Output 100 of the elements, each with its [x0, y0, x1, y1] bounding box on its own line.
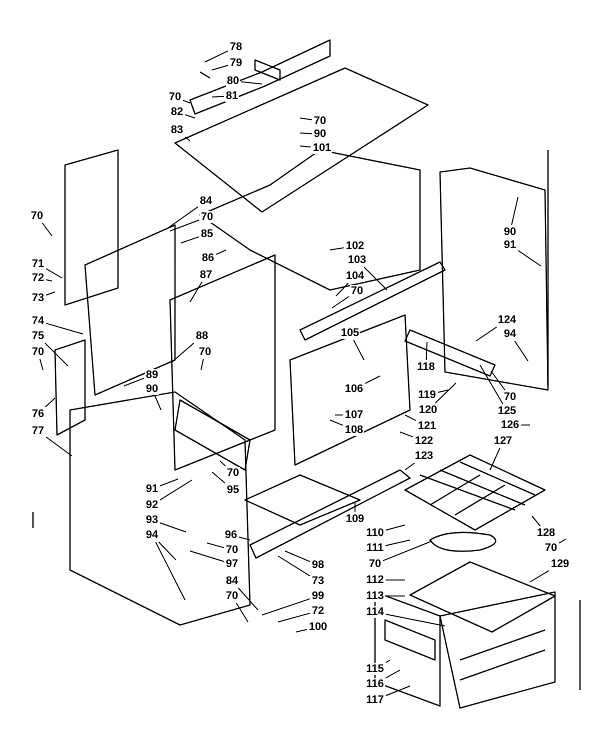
leader-line: [278, 556, 310, 576]
leader-line: [42, 222, 52, 236]
callout-number: 84: [198, 195, 214, 207]
leader-line: [39, 358, 44, 370]
leader-line: [155, 542, 186, 600]
leader-line: [212, 64, 228, 70]
leader-line: [160, 522, 186, 532]
leader-line: [284, 550, 310, 562]
callout-number: 80: [226, 75, 240, 87]
leader-line: [220, 460, 226, 466]
leader-line: [160, 480, 192, 500]
callout-number: 113: [365, 590, 385, 602]
leader-line: [46, 279, 52, 282]
leader-line: [354, 502, 356, 512]
callout-number: 111: [365, 542, 385, 554]
leader-line: [480, 364, 504, 404]
callout-number: 127: [492, 435, 514, 447]
callout-number: 93: [144, 514, 160, 526]
leader-line: [514, 340, 528, 362]
leader-line: [46, 292, 56, 296]
leader-line: [490, 448, 500, 470]
callout-number: 90: [144, 383, 160, 395]
callout-number: 70: [200, 211, 214, 223]
leader-line: [336, 282, 349, 296]
leader-line: [330, 247, 344, 250]
leader-line: [180, 236, 200, 244]
leader-line: [206, 542, 224, 548]
leader-line: [382, 540, 432, 562]
callout-number: 76: [30, 408, 46, 420]
leader-line: [490, 370, 506, 390]
callout-number: 75: [30, 330, 46, 342]
callout-number: 99: [310, 590, 326, 602]
leader-line: [190, 282, 202, 302]
leader-line: [300, 146, 312, 148]
callout-number: 70: [312, 115, 328, 127]
callout-number: 70: [350, 285, 364, 297]
leader-line: [278, 612, 310, 622]
callout-number: 97: [224, 558, 240, 570]
callout-number: 81: [224, 90, 240, 102]
callout-number: 104: [344, 270, 366, 282]
leader-line: [511, 196, 518, 226]
callout-number: 100: [308, 621, 328, 633]
callout-number: 117: [365, 694, 385, 706]
callout-number: 83: [170, 124, 184, 136]
callout-number: 91: [502, 239, 518, 251]
leader-line: [385, 686, 410, 696]
callout-number: 70: [224, 590, 240, 602]
leader-line: [364, 376, 380, 384]
callout-number: 70: [502, 391, 518, 403]
callout-number: 95: [226, 484, 240, 496]
leader-line: [330, 420, 344, 426]
leader-line: [426, 342, 428, 360]
leader-line: [184, 114, 196, 118]
leader-line: [216, 250, 226, 255]
leader-line: [404, 414, 416, 421]
callout-number: 70: [226, 467, 240, 479]
leader-line: [46, 322, 84, 334]
callout-number: 79: [228, 57, 244, 69]
callout-number: 114: [365, 606, 385, 618]
callout-number: 129: [550, 558, 570, 570]
leader-line: [532, 516, 541, 526]
callout-number: 128: [536, 527, 556, 539]
callout-number: 70: [168, 91, 182, 103]
callout-number: 90: [312, 128, 328, 140]
leader-line: [385, 540, 410, 546]
leader-line: [334, 414, 344, 416]
leader-line: [385, 614, 446, 626]
callout-number: 73: [310, 575, 326, 587]
leader-line: [385, 524, 406, 531]
callout-number: 70: [224, 544, 240, 556]
leader-line: [353, 340, 364, 360]
callout-number: 96: [224, 529, 238, 541]
leader-line: [212, 472, 226, 484]
callout-number: 77: [30, 425, 46, 437]
callout-number: 92: [144, 499, 160, 511]
callout-number: 74: [30, 315, 46, 327]
leader-line: [518, 250, 542, 266]
callout-number: 124: [496, 314, 518, 326]
leader-line: [558, 538, 566, 544]
callout-number: 108: [344, 424, 364, 436]
leader-line: [437, 390, 448, 393]
leader-line: [154, 396, 162, 410]
callout-number: 90: [502, 226, 518, 238]
leader-line: [385, 670, 400, 678]
callout-number: 89: [144, 369, 160, 381]
callout-number: 78: [228, 41, 244, 53]
callout-number: 91: [144, 483, 160, 495]
leader-line: [204, 50, 228, 62]
leader-line: [520, 424, 530, 426]
callout-number: 71: [30, 258, 46, 270]
leader-line: [124, 378, 144, 386]
leader-line: [238, 536, 250, 540]
leader-line: [236, 602, 248, 622]
leader-line: [182, 100, 190, 104]
callout-number: 125: [496, 405, 518, 417]
leader-line: [434, 382, 456, 404]
callout-number: 102: [344, 240, 366, 252]
callout-number: 87: [198, 269, 214, 281]
callout-number: 101: [312, 142, 332, 154]
callout-number: 103: [346, 254, 368, 266]
